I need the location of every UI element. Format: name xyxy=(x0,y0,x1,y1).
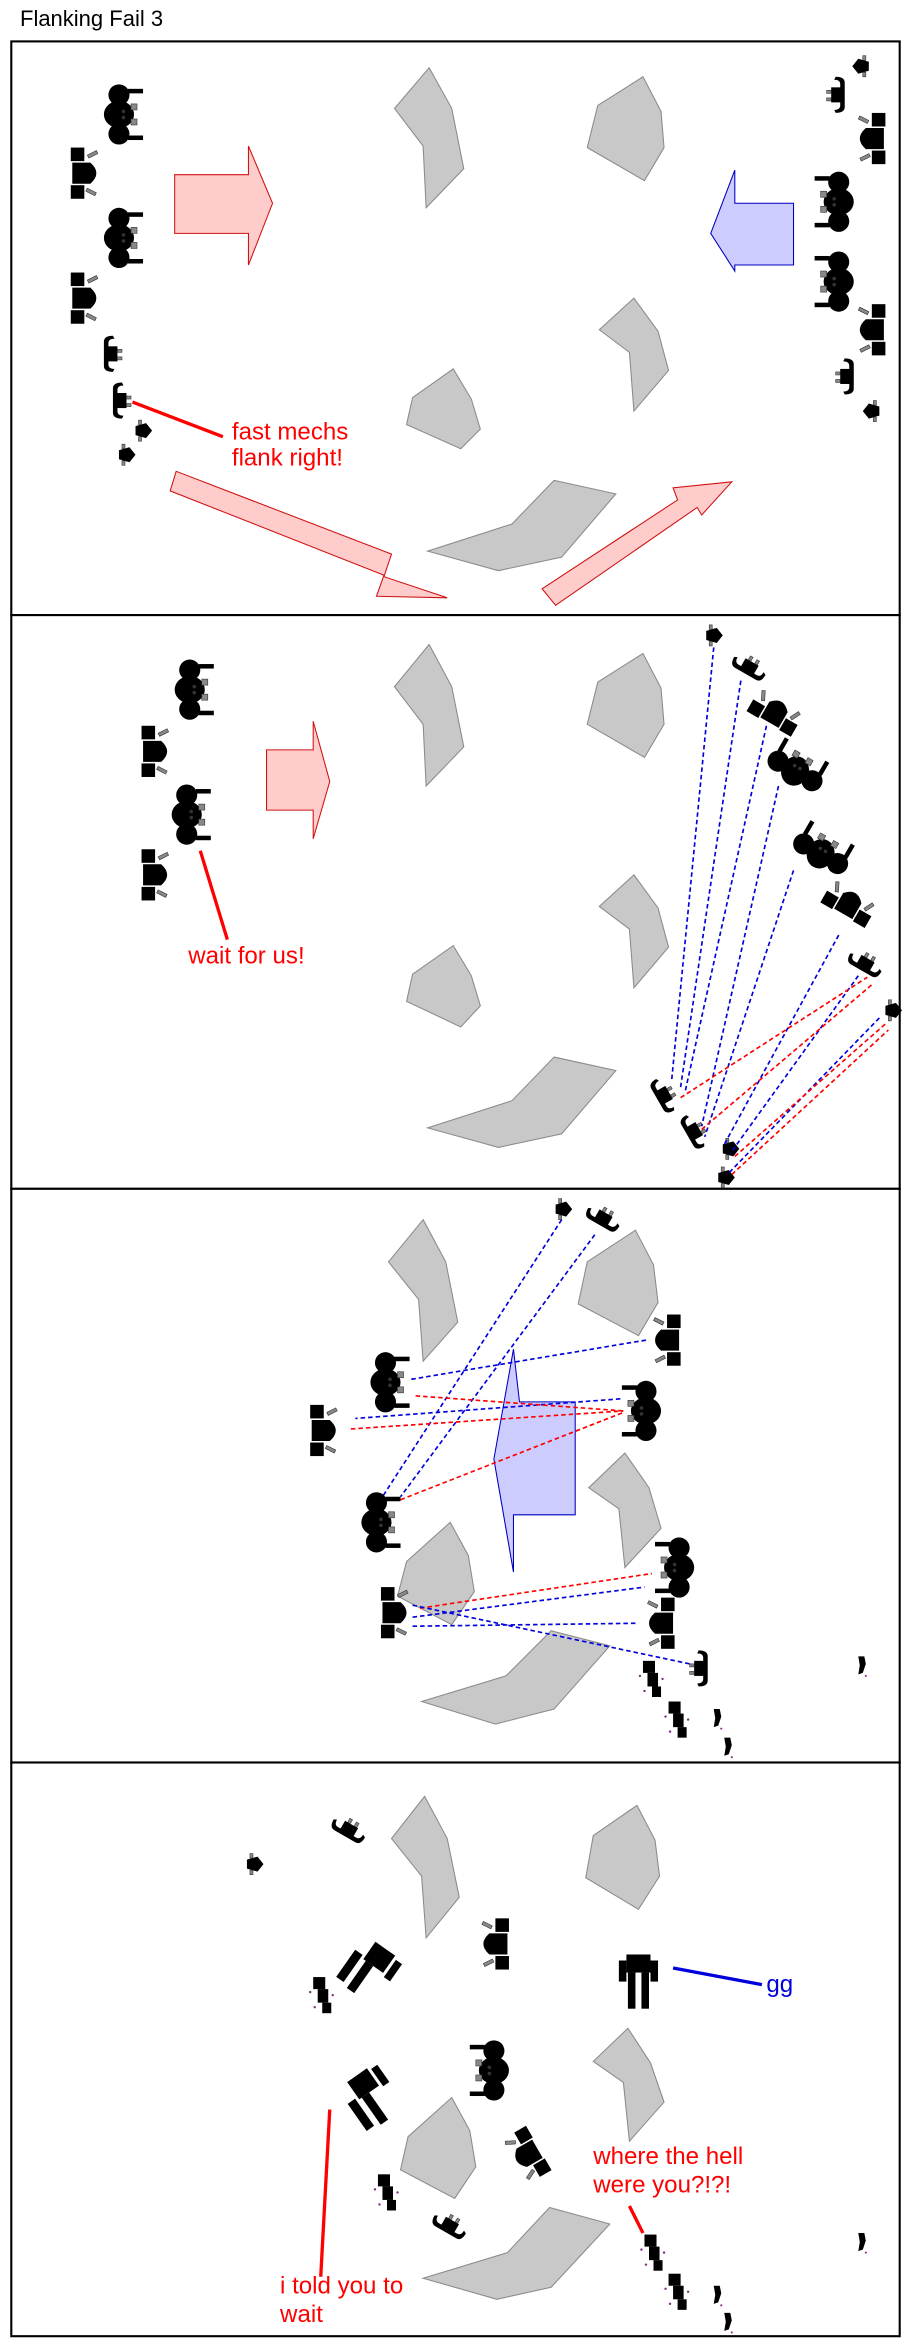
caption-fast-mechs-line-2: flank right! xyxy=(232,444,343,471)
caption-told-you-line-2: wait xyxy=(279,2301,323,2328)
advance-arrow-red xyxy=(265,721,331,839)
comic-title: Flanking Fail 3 xyxy=(20,6,164,31)
caption-where-line-1: where the hell xyxy=(592,2143,743,2170)
rock xyxy=(405,944,481,1028)
advance-arrow-blue xyxy=(493,1349,576,1573)
rock xyxy=(393,66,465,210)
panel-3-frame xyxy=(10,1187,901,1764)
callout-line xyxy=(198,850,229,941)
rock xyxy=(577,1229,659,1337)
rock xyxy=(425,1056,617,1148)
panel-4: gg where the hell were you?!?! i told yo… xyxy=(10,1761,901,2338)
flank-arrow-red xyxy=(169,470,448,599)
callout-line xyxy=(319,2109,332,2277)
rock xyxy=(393,643,465,788)
rock xyxy=(387,1218,459,1363)
rock xyxy=(598,874,670,990)
advance-arrow-blue xyxy=(710,169,795,273)
rock xyxy=(425,479,617,572)
rock xyxy=(405,368,481,450)
rock xyxy=(598,297,670,413)
callout-line xyxy=(672,1966,763,1987)
caption-fast-mechs-line-1: fast mechs xyxy=(232,419,348,446)
rock xyxy=(419,1630,611,1725)
callout-line xyxy=(627,2205,645,2234)
callout-line xyxy=(131,400,224,439)
rock xyxy=(586,652,665,759)
rock xyxy=(585,1804,661,1911)
rock xyxy=(399,2096,477,2200)
panel-2: wait for us! xyxy=(10,614,903,1190)
caption-where-line-2: were you?!?! xyxy=(592,2171,731,2198)
panel-1: fast mechs flank right! xyxy=(10,40,901,617)
rock xyxy=(587,1452,662,1569)
rock xyxy=(396,1521,475,1626)
rock xyxy=(421,2206,611,2300)
rock xyxy=(586,76,665,182)
fire-lines xyxy=(670,647,889,1176)
fire-lines xyxy=(350,1219,690,1665)
caption-told-you-line-1: i told you to xyxy=(280,2272,403,2299)
caption-gg: gg xyxy=(766,1971,793,1998)
rock xyxy=(390,1795,460,1940)
panel-2-frame xyxy=(10,614,901,1190)
panel-4-frame xyxy=(10,1761,901,2338)
rock xyxy=(592,2027,665,2143)
caption-wait-for-us: wait for us! xyxy=(187,943,304,970)
flank-arrow-red xyxy=(541,481,734,607)
panel-3 xyxy=(10,1187,901,1764)
advance-arrow-red xyxy=(174,145,274,266)
